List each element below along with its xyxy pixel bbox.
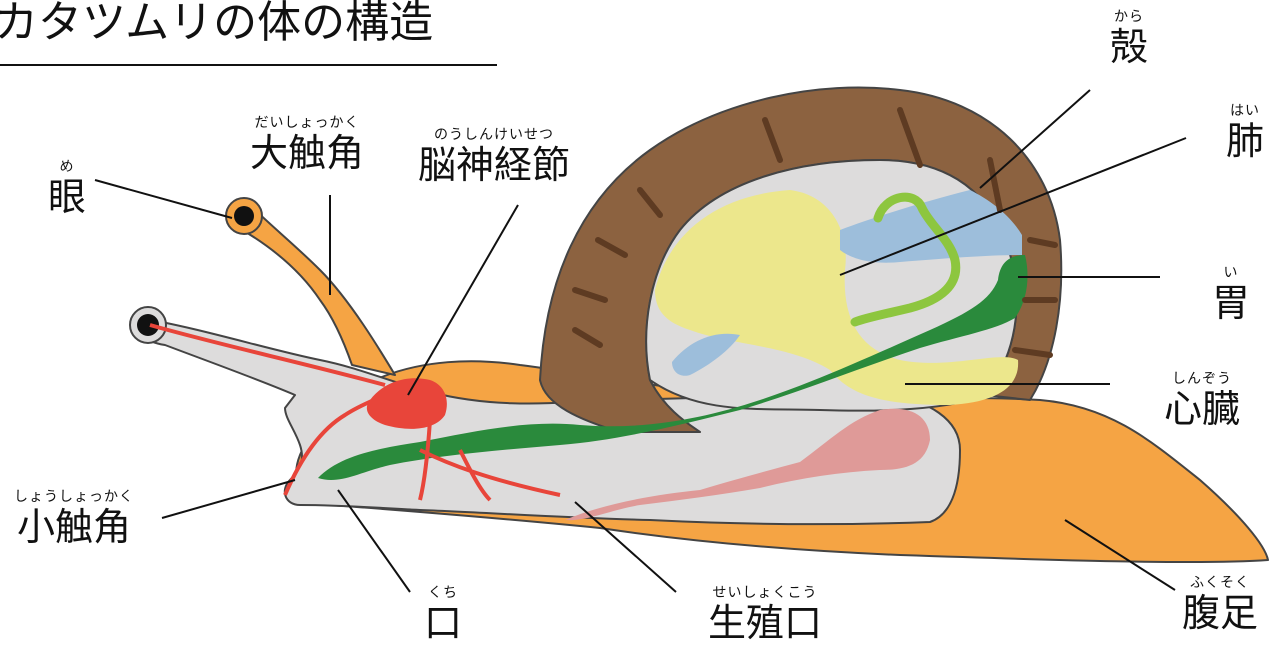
genital-organ-shape bbox=[565, 408, 930, 521]
shell-band bbox=[572, 287, 608, 303]
label-eye-ruby: め bbox=[59, 159, 75, 175]
leader-shell bbox=[979, 89, 1091, 189]
shell-band bbox=[1027, 237, 1058, 248]
label-lung: はい 肺 bbox=[1226, 104, 1264, 160]
label-small-horn-ruby: しょうしょっかく bbox=[14, 489, 134, 505]
label-stomach: い 胃 bbox=[1212, 266, 1250, 322]
label-ganglion-text: 脳神経節 bbox=[418, 143, 571, 187]
label-ganglion: のうしんけいせつ 脳神経節 bbox=[418, 128, 570, 184]
leader-mouth bbox=[337, 489, 411, 593]
label-foot-ruby: ふくそく bbox=[1190, 575, 1250, 591]
label-small-horn-text: 小触角 bbox=[16, 505, 131, 549]
page-title: カタツムリの体の構造 bbox=[0, 0, 434, 48]
shell-band bbox=[762, 117, 783, 163]
shell-band bbox=[595, 237, 628, 258]
big-tentacle-shape bbox=[231, 204, 396, 376]
label-foot-text: 腹足 bbox=[1182, 591, 1259, 635]
intestine-shape bbox=[850, 192, 961, 327]
leader-ganglion bbox=[407, 204, 519, 396]
label-genital: せいしょくこう 生殖口 bbox=[708, 586, 822, 642]
label-stomach-ruby: い bbox=[1223, 265, 1239, 281]
label-heart-ruby: しんぞう bbox=[1172, 371, 1232, 387]
liver-shape bbox=[655, 190, 1019, 405]
shell-band bbox=[897, 107, 923, 168]
shell-band bbox=[572, 327, 603, 348]
label-lung-text: 肺 bbox=[1226, 119, 1265, 163]
label-stomach-text: 胃 bbox=[1212, 281, 1251, 325]
title-underline bbox=[0, 64, 497, 66]
nerve-fiber-shape bbox=[149, 323, 561, 502]
ganglion-shape bbox=[366, 378, 447, 429]
label-small-horn: しょうしょっかく 小触角 bbox=[14, 490, 134, 546]
label-shell-ruby: から bbox=[1114, 9, 1144, 25]
label-heart-text: 心臓 bbox=[1164, 387, 1241, 431]
label-big-horn-ruby: だいしょっかく bbox=[254, 115, 360, 131]
label-eye: め 眼 bbox=[48, 160, 86, 216]
leader-small-horn bbox=[161, 479, 296, 519]
shell-band bbox=[987, 157, 1003, 213]
leader-foot bbox=[1064, 519, 1176, 591]
label-mouth: くち 口 bbox=[424, 586, 462, 642]
lung-lower-shape bbox=[672, 333, 740, 376]
eye-right-dot bbox=[137, 314, 159, 336]
leader-lung bbox=[839, 137, 1187, 276]
label-shell-text: 殻 bbox=[1110, 25, 1149, 69]
label-genital-text: 生殖口 bbox=[708, 601, 823, 645]
label-mouth-ruby: くち bbox=[428, 585, 458, 601]
label-big-horn: だいしょっかく 大触角 bbox=[250, 116, 364, 172]
label-shell: から 殻 bbox=[1110, 10, 1148, 66]
label-lung-ruby: はい bbox=[1230, 103, 1260, 119]
leader-eye bbox=[94, 179, 233, 219]
digestive-tract-shape bbox=[318, 255, 1028, 481]
label-eye-text: 眼 bbox=[48, 175, 87, 219]
label-ganglion-ruby: のうしんけいせつ bbox=[434, 127, 554, 143]
leader-genital bbox=[574, 501, 677, 593]
label-big-horn-text: 大触角 bbox=[250, 131, 365, 175]
shell-band bbox=[637, 187, 663, 218]
label-genital-ruby: せいしょくこう bbox=[712, 585, 818, 601]
label-mouth-text: 口 bbox=[424, 601, 463, 645]
shell-band bbox=[1012, 347, 1053, 358]
eye-left-dot bbox=[234, 206, 254, 226]
label-heart: しんぞう 心臓 bbox=[1164, 372, 1240, 428]
label-foot: ふくそく 腹足 bbox=[1182, 576, 1258, 632]
